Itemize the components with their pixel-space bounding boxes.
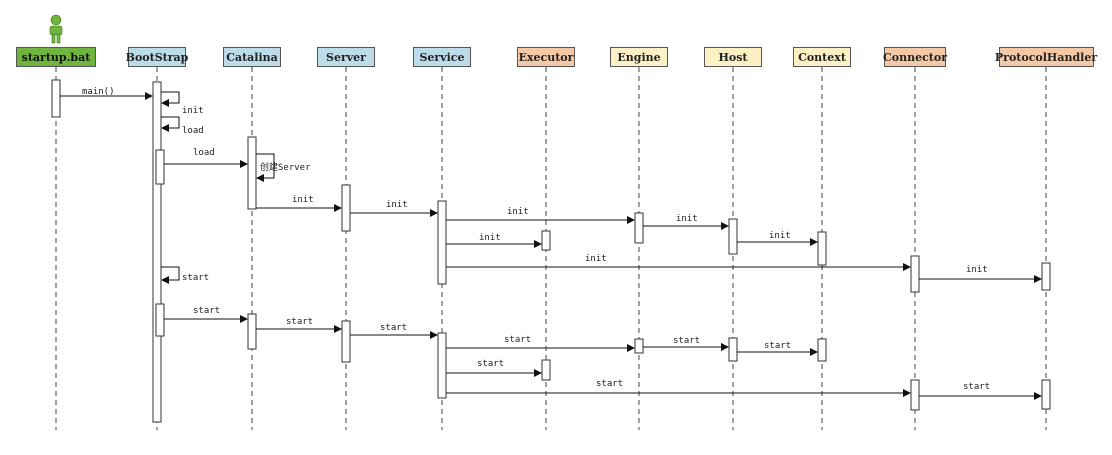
- activation-bar: [1041, 262, 1051, 291]
- activation-bar: [728, 218, 738, 255]
- activation-bar: [817, 231, 827, 266]
- participant-protocolhandler: ProtocolHandler: [995, 47, 1097, 67]
- activation-bar: [247, 136, 257, 210]
- activation-bar: [437, 332, 447, 399]
- activation-bar: [1041, 379, 1051, 410]
- activation-bar: [341, 320, 351, 363]
- participant-server: Server: [317, 47, 375, 67]
- activation-bar: [155, 303, 165, 337]
- message-arrow: [161, 91, 180, 107]
- participant-connector: Connector: [883, 47, 947, 67]
- participant-host: Host: [704, 47, 762, 67]
- message-label: init: [585, 254, 607, 264]
- message-label: start: [596, 379, 624, 389]
- message-label: init: [386, 200, 408, 210]
- activation-bar: [541, 359, 551, 381]
- message-label: start: [182, 273, 210, 283]
- message-label: init: [479, 233, 501, 243]
- activation-bar: [910, 255, 920, 293]
- activation-bar: [910, 379, 920, 411]
- participant-service: Service: [413, 47, 471, 67]
- message-label: start: [193, 306, 221, 316]
- activation-bar: [728, 337, 738, 362]
- participant-engine: Engine: [610, 47, 668, 67]
- message-label: load: [182, 126, 204, 136]
- activation-bar: [634, 212, 644, 244]
- participant-executor: Executor: [517, 47, 575, 67]
- participant-context: Context: [793, 47, 851, 67]
- activation-bar: [152, 81, 162, 423]
- activation-bar: [634, 338, 644, 354]
- message-arrow: [161, 116, 180, 132]
- message-label: init: [292, 195, 314, 205]
- participant-bootstrap: BootStrap: [126, 47, 188, 67]
- activation-bar: [155, 149, 165, 185]
- activation-bar: [51, 79, 61, 118]
- message-label: start: [764, 341, 792, 351]
- message-arrow: [161, 266, 180, 284]
- activation-bar: [817, 338, 827, 362]
- message-label: main(): [82, 87, 115, 97]
- message-label: init: [182, 106, 204, 116]
- activation-bar: [341, 184, 351, 232]
- activation-bar: [437, 200, 447, 285]
- message-label: init: [769, 231, 791, 241]
- activation-bar: [247, 313, 257, 350]
- participant-catalina: Catalina: [223, 47, 281, 67]
- message-label: init: [676, 214, 698, 224]
- message-label: load: [193, 148, 215, 158]
- message-label: start: [504, 335, 532, 345]
- message-label: 创建Server: [260, 163, 311, 173]
- message-label: init: [507, 207, 529, 217]
- message-arrow: [256, 153, 275, 182]
- message-label: start: [286, 317, 314, 327]
- message-label: start: [380, 323, 408, 333]
- activation-bar: [541, 230, 551, 251]
- message-label: start: [673, 336, 701, 346]
- participant-startup-bat: startup.bat: [16, 47, 96, 67]
- actor-icon: [49, 14, 63, 44]
- message-label: start: [477, 359, 505, 369]
- message-label: start: [963, 382, 991, 392]
- message-label: init: [966, 265, 988, 275]
